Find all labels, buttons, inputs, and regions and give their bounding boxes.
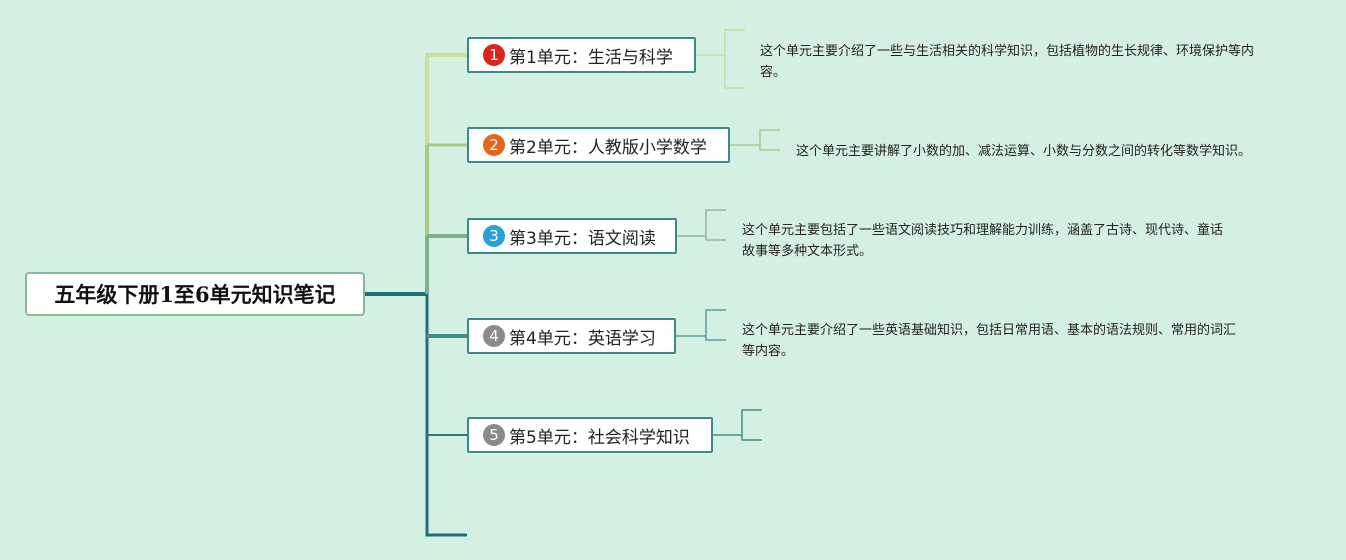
unit-1-node[interactable]: 1 第1单元：生活与科学 bbox=[467, 37, 696, 73]
unit-label: 第1单元：生活与科学 bbox=[509, 47, 673, 68]
number-4-icon: 4 bbox=[483, 325, 505, 347]
number-3-icon: 3 bbox=[483, 225, 505, 247]
root-topic[interactable]: 五年级下册1至6单元知识笔记 bbox=[25, 272, 365, 316]
unit-label: 第3单元：语文阅读 bbox=[509, 228, 656, 249]
unit-2-node[interactable]: 2 第2单元：人教版小学数学 bbox=[467, 127, 730, 163]
unit-4-description[interactable]: 这个单元主要介绍了一些英语基础知识，包括日常用语、基本的语法规则、常用的词汇等内… bbox=[742, 323, 1237, 359]
number-5-icon: 5 bbox=[483, 424, 505, 446]
unit-label: 第4单元：英语学习 bbox=[509, 328, 656, 349]
unit-5-node[interactable]: 5 第5单元：社会科学知识 bbox=[467, 417, 713, 453]
number-2-icon: 2 bbox=[483, 134, 505, 156]
unit-label: 第5单元：社会科学知识 bbox=[509, 427, 690, 448]
unit-2-description[interactable]: 这个单元主要讲解了小数的加、减法运算、小数与分数之间的转化等数学知识。 bbox=[796, 144, 1252, 159]
unit-label: 第2单元：人教版小学数学 bbox=[509, 137, 707, 158]
unit-3-description[interactable]: 这个单元主要包括了一些语文阅读技巧和理解能力训练，涵盖了古诗、现代诗、童话故事等… bbox=[742, 223, 1224, 259]
unit-1-description[interactable]: 这个单元主要介绍了一些与生活相关的科学知识，包括植物的生长规律、环境保护等内容。 bbox=[760, 44, 1255, 80]
number-1-icon: 1 bbox=[483, 44, 505, 66]
unit-3-node[interactable]: 3 第3单元：语文阅读 bbox=[467, 218, 677, 254]
unit-4-node[interactable]: 4 第4单元：英语学习 bbox=[467, 318, 676, 354]
